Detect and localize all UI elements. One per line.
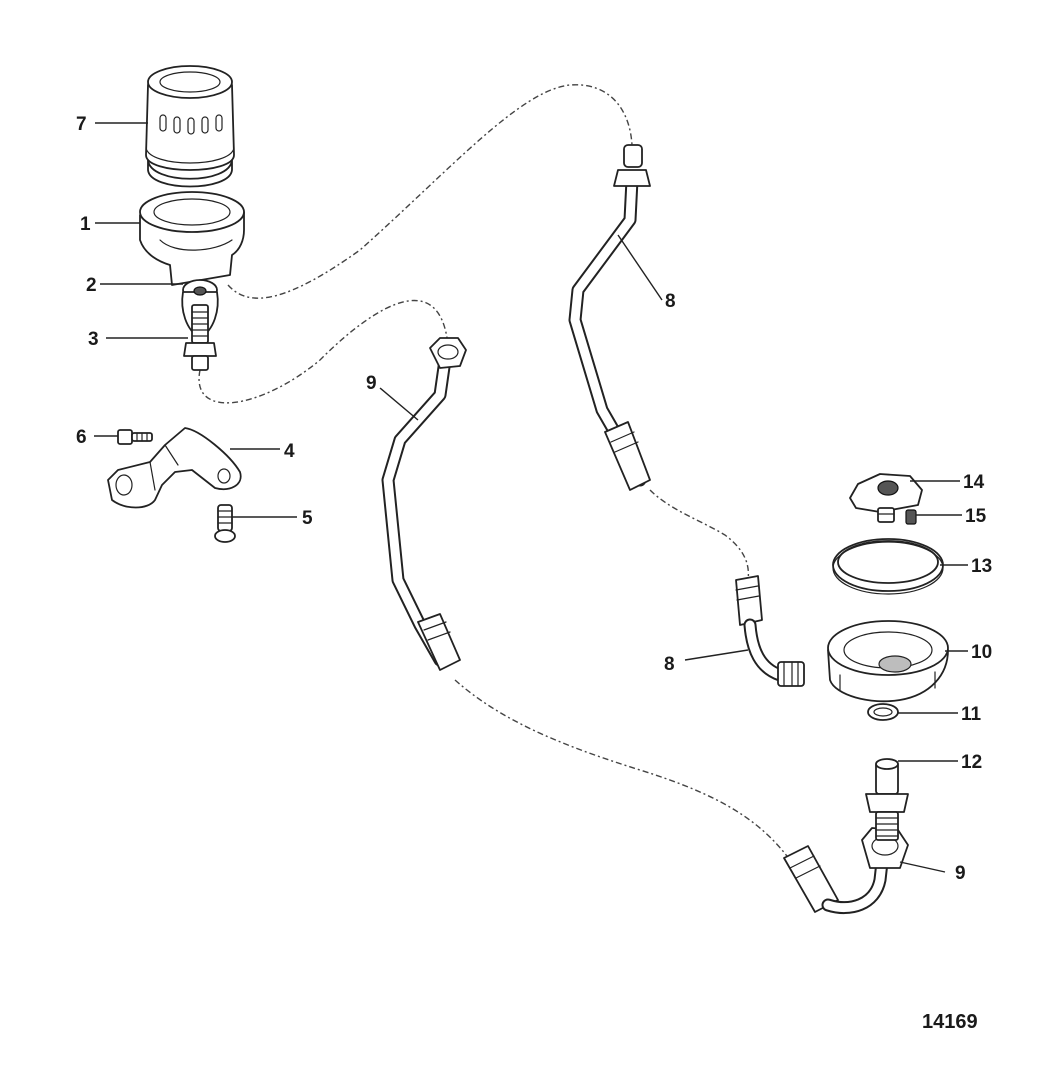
callout-10: 10: [971, 642, 992, 663]
screw: [214, 504, 236, 543]
oil-filter: [145, 65, 235, 188]
callout-9b: 9: [955, 863, 966, 884]
callout-4: 4: [284, 441, 295, 462]
hose-8-lower-tube: [735, 575, 805, 687]
hose-8-upper-flex: [227, 84, 633, 299]
callout-1: 1: [80, 214, 91, 235]
filter-adapter: [139, 191, 245, 286]
callout-labels: 7 1 2 3 6 4 5 8 9 14 15 13 10 8 11 12 9 …: [76, 114, 992, 1033]
callout-3: 3: [88, 329, 99, 350]
callout-11: 11: [961, 704, 982, 725]
callout-6: 6: [76, 427, 87, 448]
figure-number: 14169: [922, 1011, 978, 1033]
sender-screw: [905, 509, 917, 525]
callout-2: 2: [86, 275, 97, 296]
o-ring: [867, 703, 899, 721]
hose-8-middle-flex: [649, 489, 750, 581]
callout-8a: 8: [665, 291, 676, 312]
hose-8-upper-tube: [568, 144, 651, 491]
callout-15: 15: [965, 506, 987, 527]
oil-sender: [849, 473, 923, 523]
hose-center-lines: [198, 84, 791, 861]
oil-adapter-housing: [827, 620, 949, 703]
fitting-nipple: [183, 304, 217, 371]
gasket-ring: [832, 538, 944, 595]
bracket: [107, 427, 242, 509]
callout-8b: 8: [664, 654, 675, 675]
callout-7: 7: [76, 114, 87, 135]
callout-13: 13: [971, 556, 992, 577]
bolt: [117, 429, 153, 445]
callout-12: 12: [961, 752, 982, 773]
hose-9-lower-flex: [454, 679, 791, 861]
hose-9-upper-tube: [381, 337, 467, 671]
callout-14: 14: [963, 472, 985, 493]
hose-9-lower-tube: [783, 827, 909, 915]
threaded-nipple: [865, 758, 909, 841]
callout-5: 5: [302, 508, 313, 529]
callout-9a: 9: [366, 373, 377, 394]
hose-9-upper-flex: [198, 299, 449, 404]
leader-lines: [94, 122, 968, 873]
